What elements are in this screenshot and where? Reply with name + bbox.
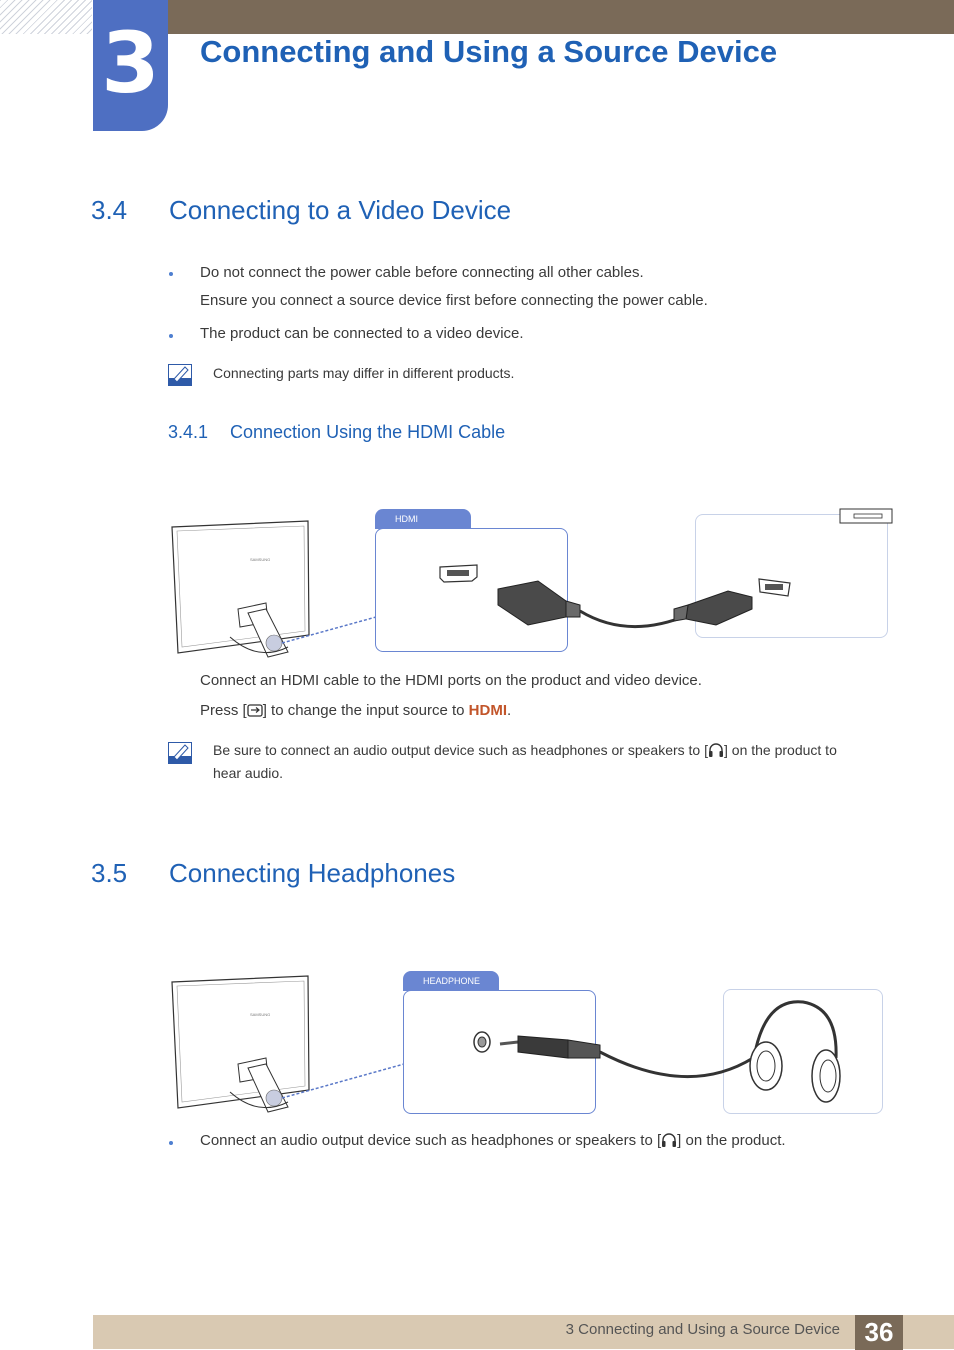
headphone-connection-diagram: SAMSUNG HEADPHONE	[168, 968, 893, 1118]
bullet-text: The product can be connected to a video …	[200, 325, 524, 342]
page-number: 36	[855, 1315, 903, 1350]
monitor-brand: SAMSUNG	[250, 557, 270, 562]
headphone-cable-illustration	[473, 1000, 841, 1103]
headphone-tab: HEADPHONE	[403, 971, 499, 991]
hdmi-connection-diagram: SAMSUNG HDMI	[168, 505, 893, 665]
monitor-back-illustration: SAMSUNG	[171, 520, 377, 658]
monitor-back-illustration: SAMSUNG	[171, 975, 405, 1113]
note-pencil-icon	[168, 364, 192, 386]
instruction-text-middle: ] to change the input source to	[262, 702, 469, 719]
section-title: Connecting to a Video Device	[169, 195, 512, 225]
subsection-title: Connection Using the HDMI Cable	[230, 422, 506, 442]
headphone-tab-label: HEADPHONE	[423, 976, 481, 986]
header-bar	[168, 0, 954, 34]
note-pencil-icon	[168, 742, 192, 764]
chapter-number-box: 3	[93, 0, 168, 131]
hdmi-source-instruction: Press [ ] to change the input source to H…	[200, 702, 511, 722]
header-stripes	[0, 0, 92, 34]
audio-note-start: Be sure to connect an audio output devic…	[213, 742, 708, 758]
headphone-panel	[723, 989, 883, 1114]
bullet-dot	[169, 334, 173, 338]
chapter-title: Connecting and Using a Source Device	[200, 34, 778, 69]
section-number: 3.5	[91, 858, 128, 888]
hdmi-highlight: HDMI	[468, 702, 507, 719]
instruction-text-end: .	[507, 702, 512, 719]
bullet-text: Do not connect the power cable before co…	[200, 264, 644, 281]
bullet-dot	[169, 1141, 173, 1145]
audio-note-line2: hear audio.	[213, 765, 284, 781]
headphone-icon	[661, 1132, 677, 1152]
audio-note-text: Be sure to connect an audio output devic…	[213, 742, 837, 761]
hdmi-tab-label: HDMI	[395, 514, 418, 524]
headphone-bullet-text: Connect an audio output device such as h…	[200, 1132, 786, 1152]
bullet-continuation-text: Ensure you connect a source device first…	[200, 292, 708, 309]
section-number: 3.4	[91, 195, 128, 225]
note-text: Connecting parts may differ in different…	[213, 365, 515, 381]
hdmi-tab: HDMI	[375, 509, 471, 529]
chapter-number: 3	[101, 13, 160, 112]
section-heading-3-4: 3.4 Connecting to a Video Device	[91, 195, 691, 227]
hdmi-step-text: Connect an HDMI cable to the HDMI ports …	[200, 672, 702, 689]
section-title: Connecting Headphones	[169, 858, 456, 888]
footer-bar	[93, 1315, 954, 1349]
instruction-text-start: Press [	[200, 702, 247, 719]
hdmi-cable-illustration	[439, 508, 893, 629]
headphone-icon	[708, 742, 724, 761]
source-button-icon	[247, 702, 263, 722]
section-heading-3-5: 3.5 Connecting Headphones	[91, 858, 691, 890]
headphone-bullet-start: Connect an audio output device such as h…	[200, 1132, 662, 1149]
monitor-brand: SAMSUNG	[250, 1012, 270, 1017]
headphone-bullet-end: ] on the product.	[677, 1132, 786, 1149]
subsection-number: 3.4.1	[168, 422, 209, 442]
audio-note-end: ] on the product to	[724, 742, 837, 758]
bullet-dot	[169, 272, 173, 276]
footer-chapter-text: 3 Connecting and Using a Source Device	[565, 1321, 840, 1338]
